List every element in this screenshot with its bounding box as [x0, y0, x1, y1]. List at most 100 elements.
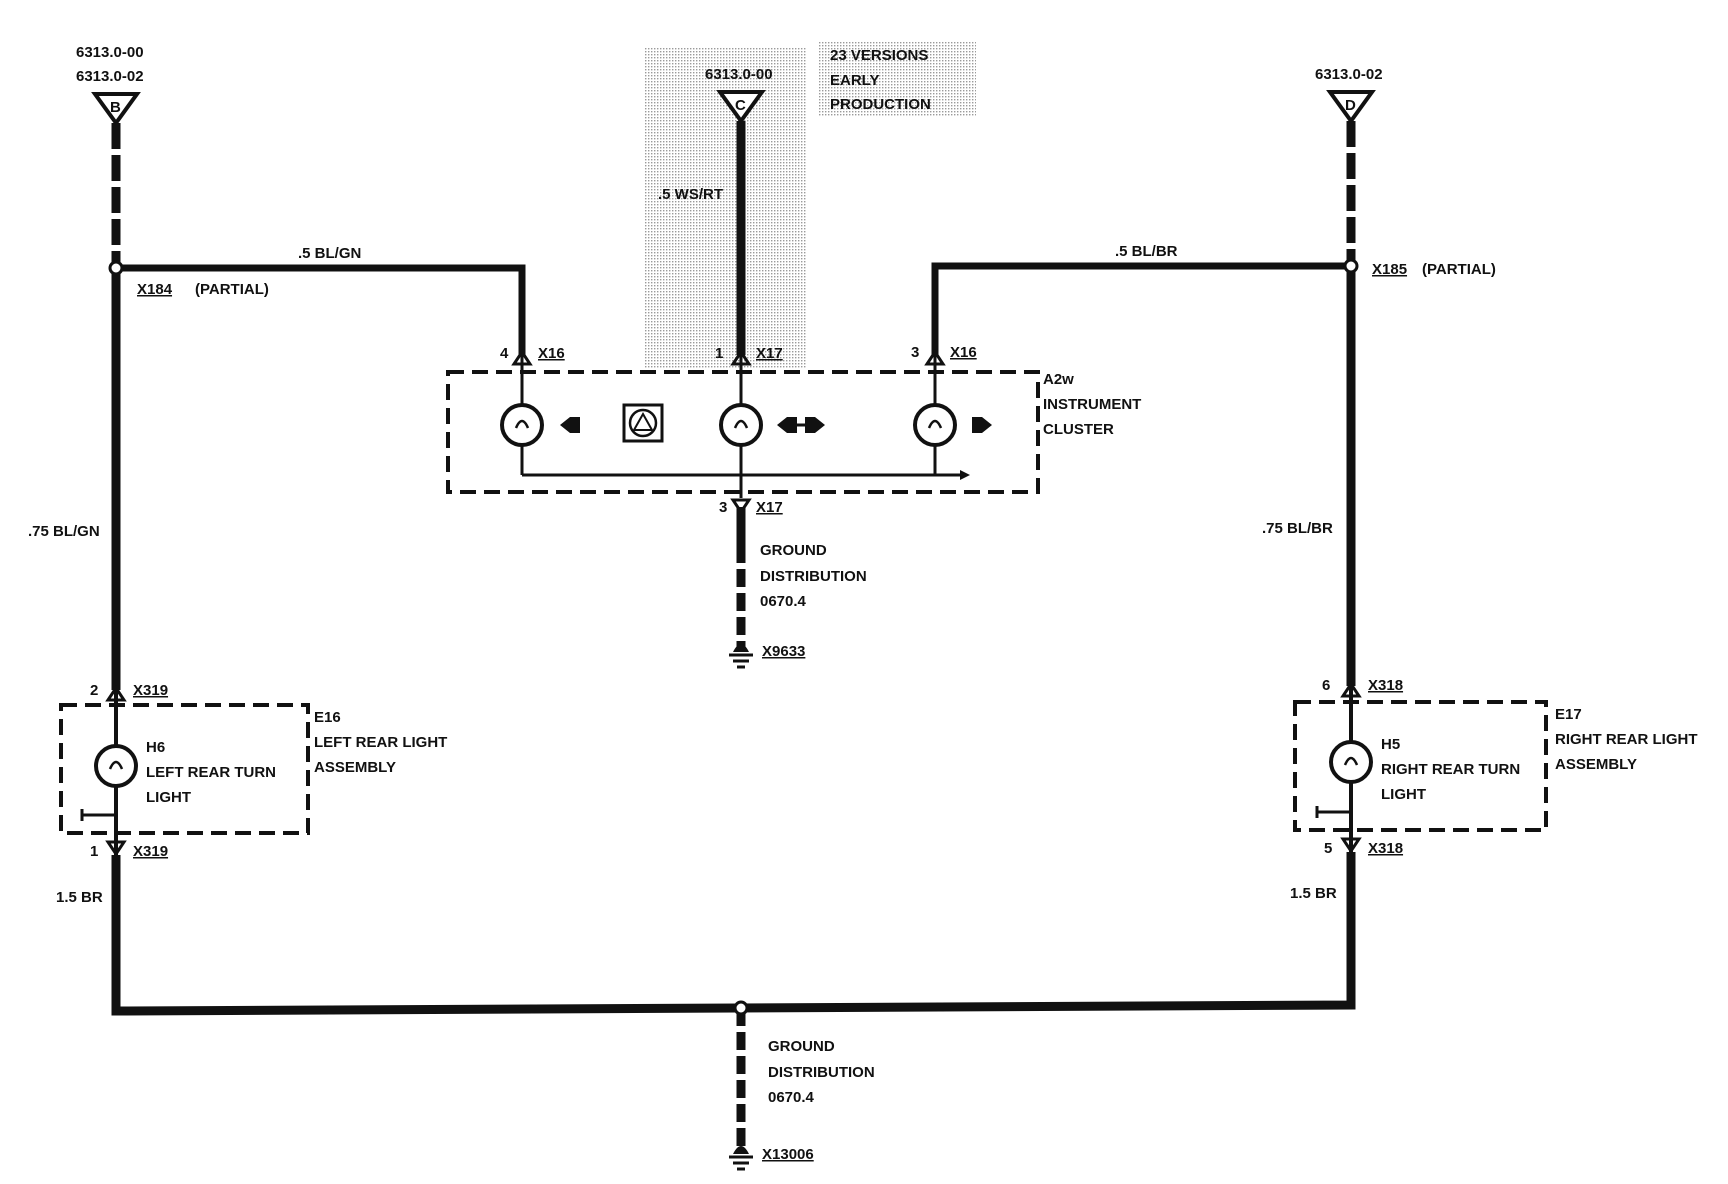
ground-bottom-line1: GROUND — [768, 1038, 835, 1055]
left-rear-light-assembly: 2 X319 1 X319 H6 LEFT REAR TURN LIGHT E1… — [59, 682, 447, 860]
left-right-arrow-right-head — [805, 417, 825, 433]
left-conn-bottom: X319 — [133, 843, 168, 860]
hazard-symbol-inner — [628, 408, 658, 438]
left-bulb-line1: LEFT REAR TURN — [146, 764, 276, 781]
left-assembly-line2: ASSEMBLY — [314, 759, 396, 776]
right-pin-bottom-arrow — [1340, 837, 1362, 854]
left-bulb-line2: LIGHT — [146, 789, 191, 806]
connector-d: D 6313.0-02 — [1315, 66, 1383, 125]
cluster-line2: CLUSTER — [1043, 421, 1114, 438]
splice-x185-note: (PARTIAL) — [1422, 261, 1496, 278]
wire-label-right-ground: 1.5 BR — [1290, 885, 1337, 902]
connector-d-ref1: 6313.0-02 — [1315, 66, 1383, 83]
left-pin-top: 2 — [90, 682, 98, 699]
versions-note-line3: PRODUCTION — [830, 96, 931, 113]
cluster-conn-center: X17 — [756, 345, 783, 362]
cluster-pin3-arrow — [924, 349, 946, 366]
versions-note-shade — [818, 42, 976, 116]
cluster-id: A2w — [1043, 371, 1074, 388]
wire-label-left-ground: 1.5 BR — [56, 889, 103, 906]
wire-right-branch — [931, 262, 1351, 355]
hazard-triangle — [632, 411, 654, 431]
connector-b-ref1: 6313.0-00 — [76, 44, 144, 61]
right-rear-turn-filament — [1343, 756, 1359, 766]
left-pin-top-arrow — [105, 685, 127, 702]
wire-label-right-main: .75 BL/BR — [1262, 520, 1333, 537]
right-rear-light-assembly: 6 X318 5 X318 H5 RIGHT REAR TURN LIGHT E… — [1293, 677, 1698, 857]
splice-x185 — [1343, 258, 1359, 274]
right-conn-bottom: X318 — [1368, 840, 1403, 857]
left-arrow-icon — [560, 417, 580, 433]
ground-center-line3: 0670.4 — [760, 593, 807, 610]
connector-b: B 6313.0-00 6313.0-02 — [76, 44, 144, 127]
left-right-arrow-icon — [777, 417, 797, 433]
cluster-ground-bus-arrow — [960, 470, 970, 480]
splice-x184-note: (PARTIAL) — [195, 281, 269, 298]
connector-c-triangle — [716, 90, 766, 125]
right-indicator-bulb-icon — [913, 403, 957, 447]
right-bulb-line1: RIGHT REAR TURN — [1381, 761, 1520, 778]
wire-label-left-main: .75 BL/GN — [28, 523, 100, 540]
left-indicator-filament — [514, 419, 530, 429]
connector-c: C 6313.0-00 — [705, 66, 773, 125]
right-conn-top: X318 — [1368, 677, 1403, 694]
instrument-cluster: A2w INSTRUMENT CLUSTER 4 X16 1 X17 3 X16… — [446, 344, 1141, 516]
wire-label-c: .5 WS/RT — [658, 186, 723, 203]
right-assembly-id: E17 — [1555, 706, 1582, 723]
center-indicator-filament — [733, 419, 749, 429]
splice-x184 — [108, 260, 124, 276]
cluster-pin-right: 3 — [911, 344, 919, 361]
right-assembly-line2: ASSEMBLY — [1555, 756, 1637, 773]
cluster-line1: INSTRUMENT — [1043, 396, 1141, 413]
left-assembly-box — [59, 703, 310, 835]
left-assembly-id: E16 — [314, 709, 341, 726]
right-pin-top: 6 — [1322, 677, 1330, 694]
right-arrow-icon — [972, 417, 992, 433]
wire-label-left-branch: .5 BL/GN — [298, 245, 361, 262]
wire-label-right-branch: .5 BL/BR — [1115, 243, 1178, 260]
cluster-pin1-arrow — [730, 349, 752, 366]
ground-center: GROUND DISTRIBUTION 0670.4 X9633 — [729, 542, 867, 669]
connector-b-triangle — [91, 92, 141, 127]
right-assembly-box — [1293, 700, 1548, 832]
right-pin-top-arrow — [1340, 681, 1362, 698]
center-indicator-bulb-icon — [719, 403, 763, 447]
left-rear-turn-bulb-icon — [94, 744, 138, 788]
versions-note-line1: 23 VERSIONS — [830, 47, 928, 64]
left-bulb-id: H6 — [146, 739, 165, 756]
instrument-cluster-box — [446, 370, 1040, 494]
cluster-pin-bottom: 3 — [719, 499, 727, 516]
ground-bottom-symbol-icon — [733, 1146, 749, 1154]
cluster-conn-bottom: X17 — [756, 499, 783, 516]
ground-center-line2: DISTRIBUTION — [760, 568, 867, 585]
ground-bottom-point: X13006 — [762, 1146, 814, 1163]
cluster-pin4-arrow — [511, 349, 533, 366]
cluster-conn-left: X16 — [538, 345, 565, 362]
left-pin-bottom-arrow — [105, 840, 127, 857]
ground-bottom-line3: 0670.4 — [768, 1089, 815, 1106]
splice-ground-bottom — [733, 1000, 749, 1016]
connector-d-triangle — [1326, 90, 1376, 125]
cluster-pin-center: 1 — [715, 345, 723, 362]
cluster-pin-left: 4 — [500, 345, 509, 362]
ground-bottom-line2: DISTRIBUTION — [768, 1064, 875, 1081]
left-assembly-line1: LEFT REAR LIGHT — [314, 734, 447, 751]
connector-b-ref2: 6313.0-02 — [76, 68, 144, 85]
right-rear-turn-bulb-icon — [1329, 740, 1373, 784]
right-bulb-line2: LIGHT — [1381, 786, 1426, 803]
ground-center-symbol-icon — [733, 644, 749, 652]
wire-bottom-loop — [111, 852, 1356, 1016]
cluster-conn-right: X16 — [950, 344, 977, 361]
right-bulb-id: H5 — [1381, 736, 1400, 753]
splice-x184-label: X184 — [137, 281, 173, 298]
right-assembly-line1: RIGHT REAR LIGHT — [1555, 731, 1698, 748]
versions-note-line2: EARLY — [830, 72, 879, 89]
left-rear-turn-filament — [108, 760, 124, 770]
connector-c-ref1: 6313.0-00 — [705, 66, 773, 83]
left-pin-bottom: 1 — [90, 843, 98, 860]
ground-bottom: GROUND DISTRIBUTION 0670.4 X13006 — [729, 1038, 875, 1171]
right-pin-bottom: 5 — [1324, 840, 1332, 857]
ground-center-line1: GROUND — [760, 542, 827, 559]
left-conn-top: X319 — [133, 682, 168, 699]
